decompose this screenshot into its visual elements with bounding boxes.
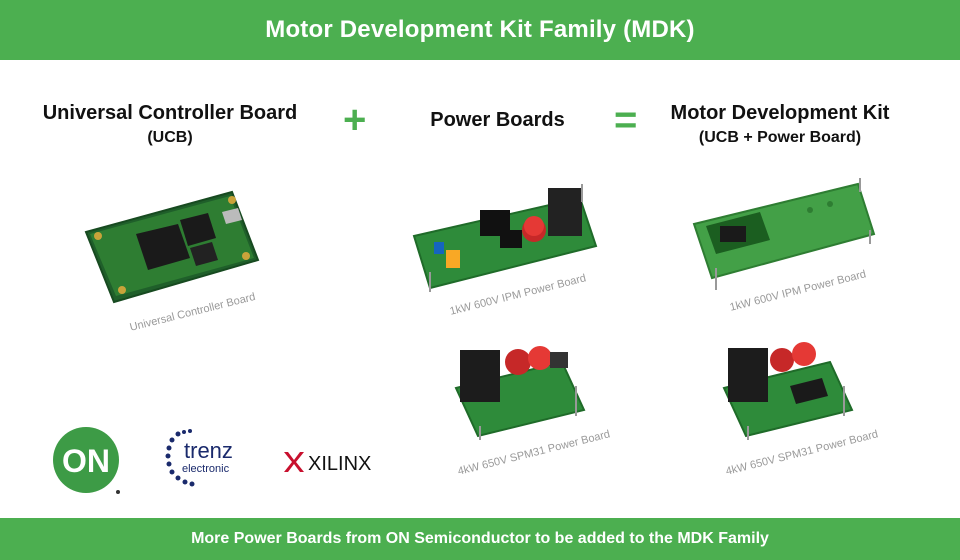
xilinx-text: XILINX [308,453,371,475]
footer-banner: More Power Boards from ON Semiconductor … [0,518,960,560]
xilinx-logo-icon: XILINX [284,452,371,475]
ipm-power-board-image [412,184,598,292]
on-logo-icon: ON [53,427,120,494]
ucb-board-image [84,190,260,304]
mdk-spm-kit-image [722,342,854,440]
footer-text: More Power Boards from ON Semiconductor … [191,530,769,547]
ucb-subtitle: (UCB) [147,129,193,146]
trenz-electronic-logo: trenz electronic [164,428,254,494]
on-logo-text: ON [62,443,110,479]
header-banner: Motor Development Kit Family (MDK) [0,0,960,60]
trenz-logo-icon: trenz electronic [165,429,233,487]
on-semiconductor-logo: ON [52,426,120,494]
ucb-title: Universal Controller Board [42,102,298,124]
ucb-heading: Universal Controller Board (UCB) [40,102,300,147]
trenz-subtext: electronic [182,463,230,475]
mdk-heading: Motor Development Kit (UCB + Power Board… [660,102,900,147]
power-heading: Power Boards [410,109,585,132]
trenz-text: trenz [184,438,233,463]
page-title: Motor Development Kit Family (MDK) [265,16,695,43]
plus-sign: + [343,98,367,142]
mdk-subtitle: (UCB + Power Board) [698,129,862,146]
spm-power-board-image [454,346,586,440]
equals-sign: = [614,98,638,142]
xilinx-logo: XILINX [282,448,388,476]
mdk-ipm-kit-image [692,178,876,290]
power-title: Power Boards [430,109,565,131]
mdk-title: Motor Development Kit [670,102,890,124]
